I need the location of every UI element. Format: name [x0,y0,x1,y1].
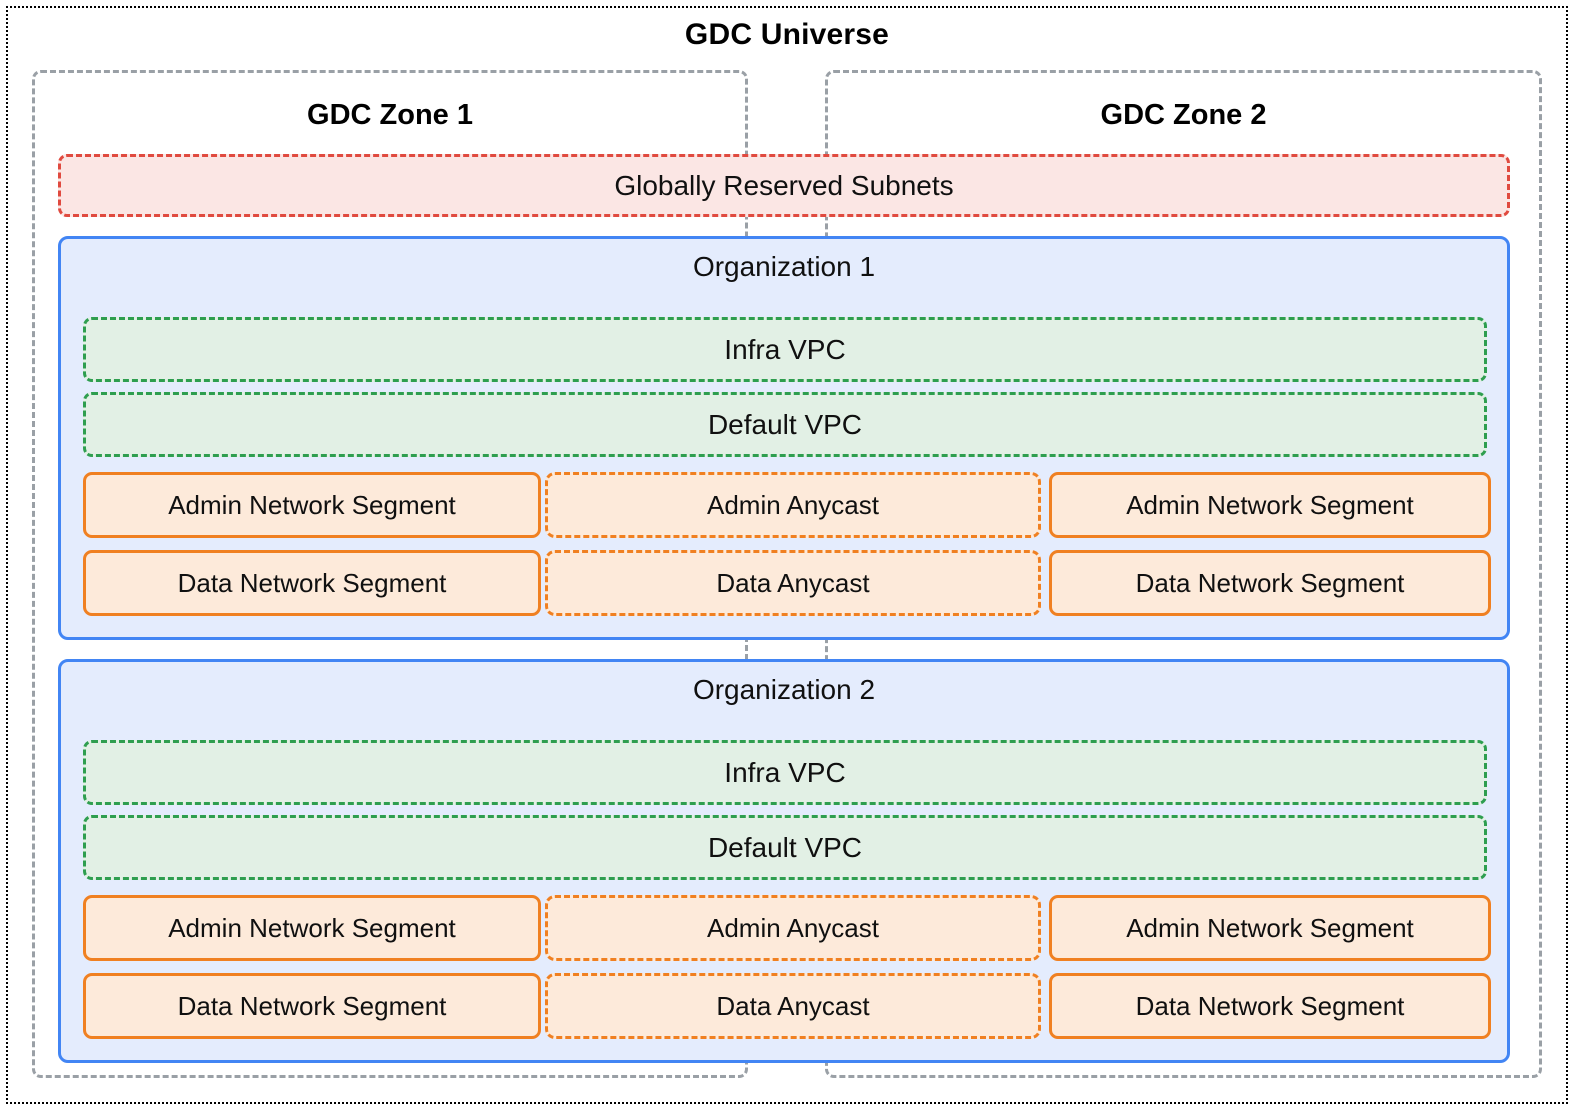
gdc-zone-1-title: GDC Zone 1 [307,99,473,131]
organization-2-infra-vpc: Infra VPC [83,740,1487,805]
organization-1-data-anycast: Data Anycast [545,550,1041,616]
organization-2-box: Organization 2 Infra VPC Default VPC Adm… [58,659,1510,1063]
globally-reserved-subnets-box: Globally Reserved Subnets [58,154,1510,217]
organization-1-zone-2-data-network-segment: Data Network Segment [1049,550,1491,616]
organization-2-title: Organization 2 [692,674,876,705]
organization-1-zone-1-data-network-segment: Data Network Segment [83,550,541,616]
gdc-universe-frame [6,6,1568,1104]
organization-1-zone-1-admin-network-segment: Admin Network Segment [83,472,541,538]
organization-2-zone-2-admin-network-segment: Admin Network Segment [1049,895,1491,961]
gdc-universe-title: GDC Universe [684,18,890,51]
organization-2-zone-1-data-network-segment: Data Network Segment [83,973,541,1039]
organization-1-zone-2-admin-network-segment: Admin Network Segment [1049,472,1491,538]
organization-2-admin-anycast: Admin Anycast [545,895,1041,961]
organization-1-infra-vpc: Infra VPC [83,317,1487,382]
organization-1-title: Organization 1 [692,251,876,282]
organization-2-zone-2-data-network-segment: Data Network Segment [1049,973,1491,1039]
organization-1-default-vpc: Default VPC [83,392,1487,457]
gdc-zone-2-title: GDC Zone 2 [1100,99,1267,131]
organization-2-default-vpc: Default VPC [83,815,1487,880]
organization-1-box: Organization 1 Infra VPC Default VPC Adm… [58,236,1510,640]
organization-2-data-anycast: Data Anycast [545,973,1041,1039]
organization-1-admin-anycast: Admin Anycast [545,472,1041,538]
organization-2-zone-1-admin-network-segment: Admin Network Segment [83,895,541,961]
